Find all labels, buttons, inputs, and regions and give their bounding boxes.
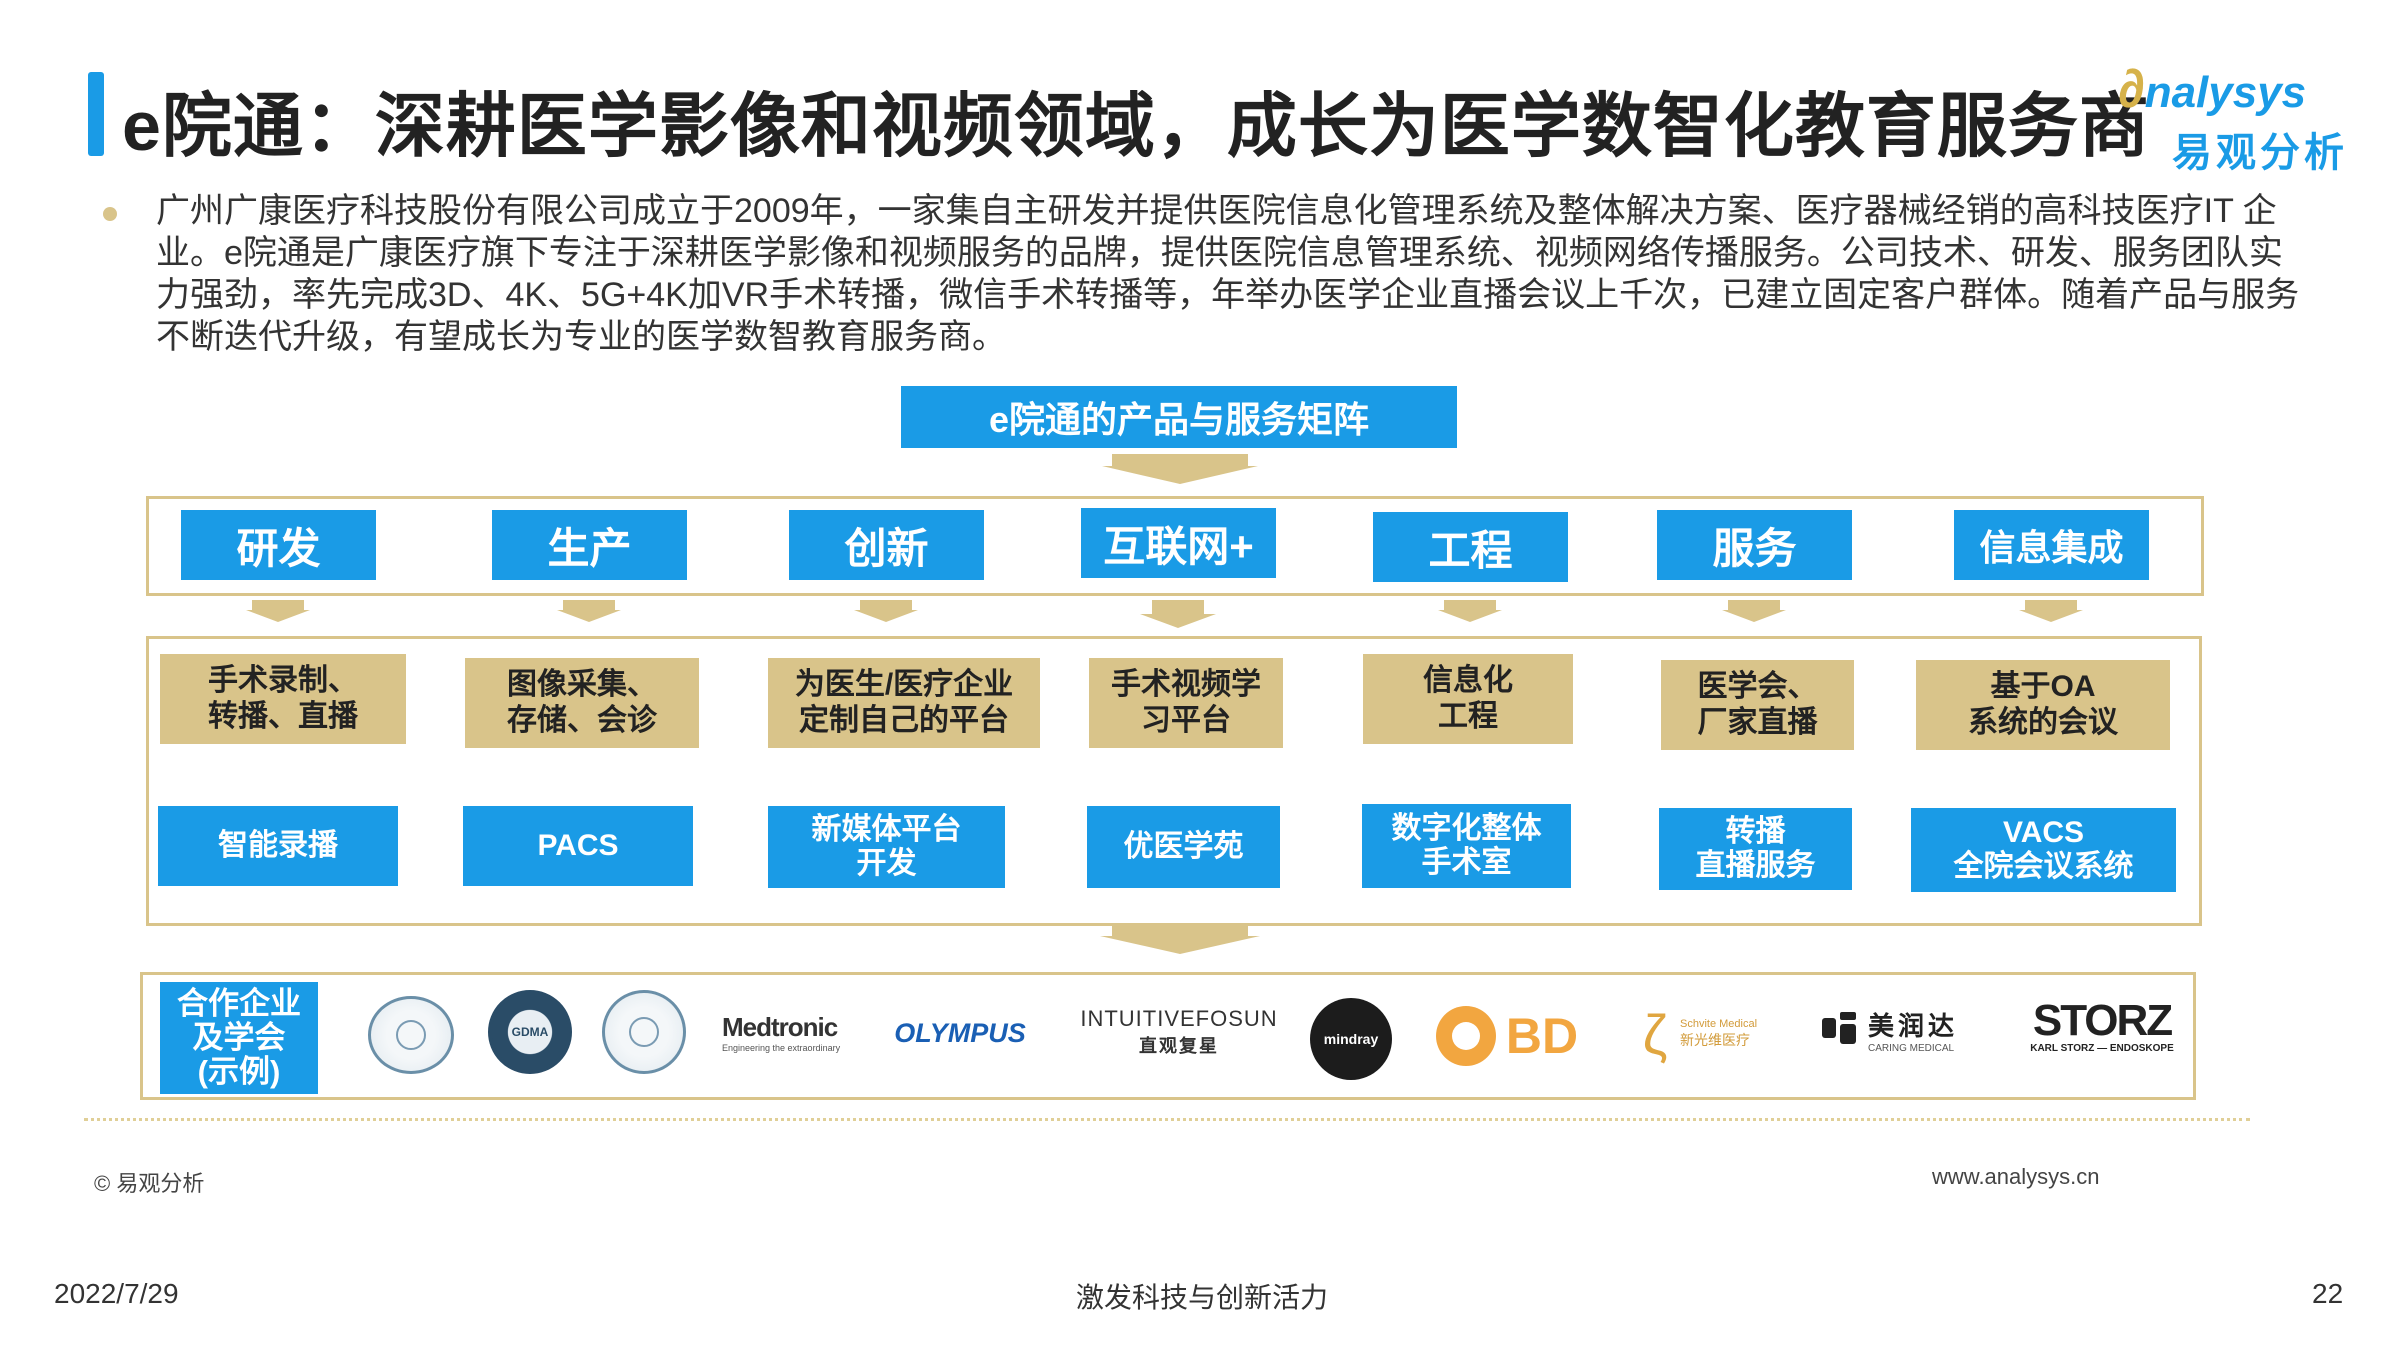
- down-arrow-head-icon: [1722, 610, 1786, 622]
- bullet-dot-icon: [103, 207, 117, 221]
- schvite-cn-wordmark: 新光维医疗: [1680, 1032, 1750, 1048]
- category-frame: [146, 496, 2204, 596]
- association-seal-icon: [602, 990, 686, 1074]
- association-seal-icon: [368, 996, 454, 1074]
- category-rd: 研发: [181, 510, 376, 580]
- down-arrow-icon: [1112, 454, 1248, 466]
- category-innovation: 创新: [789, 510, 984, 580]
- seal-emblem-icon: [629, 1017, 659, 1047]
- footer-url[interactable]: www.analysys.cn: [1932, 1164, 2100, 1189]
- intuitive-cn-wordmark: 直观复星: [1139, 1036, 1219, 1056]
- intuitive-wordmark: INTUITIVEFOSUN: [1080, 1006, 1278, 1031]
- schvite-logo: Schvite Medical 新光维医疗: [1680, 1014, 1790, 1054]
- product-item: 数字化整体 手术室: [1362, 804, 1571, 888]
- category-internet-plus: 互联网+: [1081, 508, 1276, 578]
- medtronic-logo: Medtronic Engineering the extraordinary: [722, 1008, 862, 1056]
- service-item: 医学会、 厂家直播: [1661, 660, 1854, 750]
- logo-swoosh-icon: ∂: [2118, 59, 2145, 119]
- bd-logo: BD: [1505, 1008, 1579, 1064]
- seal-emblem-icon: [396, 1020, 426, 1050]
- category-engineering: 工程: [1373, 512, 1568, 582]
- caring-en-wordmark: CARING MEDICAL: [1868, 1043, 1955, 1054]
- down-arrow-icon: [860, 600, 912, 610]
- product-item: 优医学苑: [1087, 806, 1280, 888]
- down-arrow-icon: [1112, 926, 1248, 936]
- logo-chinese: 易观分析: [2172, 131, 2348, 175]
- down-arrow-head-icon: [2019, 610, 2083, 622]
- schvite-wordmark: Schvite Medical: [1680, 1018, 1758, 1030]
- product-item: 新媒体平台 开发: [768, 806, 1005, 888]
- down-arrow-icon: [1152, 600, 1204, 614]
- service-item: 信息化 工程: [1363, 654, 1573, 744]
- down-arrow-head-icon: [854, 610, 918, 622]
- gdma-seal-icon: GDMA: [488, 990, 572, 1074]
- medtronic-wordmark: Medtronic: [722, 1011, 838, 1042]
- page-title: e院通：深耕医学影像和视频领域，成长为医学数智化教育服务商: [122, 87, 2150, 165]
- title-accent-bar: [88, 72, 104, 156]
- down-arrow-icon: [563, 600, 615, 610]
- service-item: 基于OA 系统的会议: [1916, 660, 2170, 750]
- service-item: 图像采集、 存储、会诊: [465, 658, 699, 748]
- caring-cn-wordmark: 美润达: [1868, 1011, 1959, 1041]
- product-item: VACS 全院会议系统: [1911, 808, 2176, 892]
- intro-paragraph: 广州广康医疗科技股份有限公司成立于2009年，一家集自主研发并提供医院信息化管理…: [156, 192, 2300, 356]
- mindray-logo: mindray: [1310, 998, 1392, 1080]
- category-production: 生产: [492, 510, 687, 580]
- down-arrow-head-icon: [1102, 466, 1258, 484]
- service-item: 手术视频学 习平台: [1089, 658, 1283, 748]
- product-item: 转播 直播服务: [1659, 808, 1852, 890]
- logo-english: ∂nalysys: [2118, 59, 2307, 119]
- caring-medical-mark-icon: [1820, 1008, 1860, 1048]
- medtronic-tagline: Engineering the extraordinary: [722, 1042, 841, 1053]
- down-arrow-icon: [2025, 600, 2077, 610]
- down-arrow-icon: [1728, 600, 1780, 610]
- footer-date: 2022/7/29: [54, 1278, 179, 1309]
- footer-slogan: 激发科技与创新活力: [1076, 1282, 1329, 1313]
- category-info-integration: 信息集成: [1954, 510, 2149, 580]
- intuitive-fosun-logo: INTUITIVEFOSUN 直观复星: [1080, 1004, 1276, 1060]
- footer-divider: [84, 1118, 2250, 1121]
- partners-frame: [140, 972, 2196, 1100]
- storz-wordmark: STORZ: [2032, 995, 2173, 1045]
- schvite-swirl-icon: ζ: [1642, 1002, 1668, 1066]
- bd-sunburst-core-icon: [1452, 1022, 1480, 1050]
- storz-subtitle: KARL STORZ — ENDOSKOPE: [2030, 1042, 2174, 1054]
- down-arrow-head-icon: [1100, 936, 1260, 954]
- down-arrow-head-icon: [1438, 610, 1502, 622]
- caring-medical-logo: 美润达 CARING MEDICAL: [1868, 1004, 1976, 1056]
- page-number: 22: [2312, 1278, 2344, 1309]
- down-arrow-head-icon: [1140, 614, 1216, 628]
- gdma-text: GDMA: [508, 1010, 552, 1054]
- bd-sunburst-icon: [1436, 1006, 1496, 1066]
- service-product-frame: [146, 636, 2202, 926]
- olympus-logo: OLYMPUS: [894, 1017, 1026, 1048]
- down-arrow-head-icon: [557, 610, 621, 622]
- service-item: 手术录制、 转播、直播: [160, 654, 406, 744]
- analysys-logo: ∂nalysys 易观分析: [2118, 58, 2358, 178]
- down-arrow-head-icon: [246, 610, 310, 622]
- footer-copyright: © 易观分析: [94, 1171, 205, 1196]
- product-item: 智能录播: [158, 806, 398, 886]
- down-arrow-icon: [252, 600, 304, 610]
- product-item: PACS: [463, 806, 693, 886]
- partners-label: 合作企业 及学会 (示例): [160, 982, 318, 1094]
- matrix-title: e院通的产品与服务矩阵: [901, 386, 1457, 448]
- service-item: 为医生/医疗企业 定制自己的平台: [768, 658, 1040, 748]
- category-service: 服务: [1657, 510, 1852, 580]
- down-arrow-icon: [1444, 600, 1496, 610]
- karl-storz-logo: STORZ KARL STORZ — ENDOSKOPE: [2016, 996, 2188, 1056]
